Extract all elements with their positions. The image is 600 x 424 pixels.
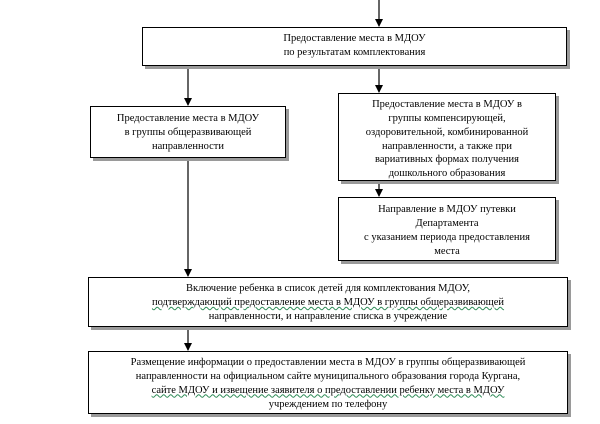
- node-text: оздоровительной, комбинированной: [365, 126, 529, 138]
- node-place-by-enrollment: Предоставление места в МДОУ по результат…: [142, 27, 567, 66]
- node-text: сайте МДОУ и извещение заявителя о предо…: [151, 384, 505, 396]
- node-info-posting: Размещение информации о предоставлении м…: [88, 351, 568, 414]
- node-general-groups: Предоставление места в МДОУ в группы общ…: [90, 106, 286, 158]
- node-text: по результатам комплектования: [283, 46, 426, 58]
- node-text: направленности, и направление списка в у…: [208, 310, 448, 322]
- node-text: направленности на официальном сайте муни…: [135, 370, 521, 382]
- node-text: в группы общеразвивающей: [124, 126, 252, 138]
- node-text: направленности: [151, 140, 224, 152]
- node-text: Включение ребенка в список детей для ком…: [186, 283, 470, 294]
- node-text: подтверждающий предоставление места в МД…: [151, 296, 505, 308]
- node-text: дошкольного образования: [388, 168, 506, 180]
- node-text: с указанием периода предоставления: [364, 231, 530, 243]
- node-text: Предоставление места в МДОУ: [116, 113, 260, 124]
- node-special-groups: Предоставление места в МДОУ в группы ком…: [338, 93, 556, 181]
- node-text: Размещение информации о предоставлении м…: [130, 357, 526, 368]
- node-text: направленности, а также при: [382, 140, 512, 152]
- node-text: учреждением по телефону: [268, 398, 388, 410]
- node-text: Предоставление места в МДОУ: [283, 33, 426, 44]
- node-list-inclusion: Включение ребенка в список детей для ком…: [88, 277, 568, 327]
- node-text: Предоставление места в МДОУ в: [372, 99, 522, 110]
- node-text: вариативных формах получения: [375, 154, 519, 166]
- node-text: Департамента: [415, 217, 479, 229]
- node-text: группы компенсирующей,: [388, 112, 506, 124]
- node-text: места: [434, 245, 460, 257]
- node-text: Направление в МДОУ путевки: [378, 204, 516, 215]
- node-voucher-direction: Направление в МДОУ путевки Департамента …: [338, 197, 556, 261]
